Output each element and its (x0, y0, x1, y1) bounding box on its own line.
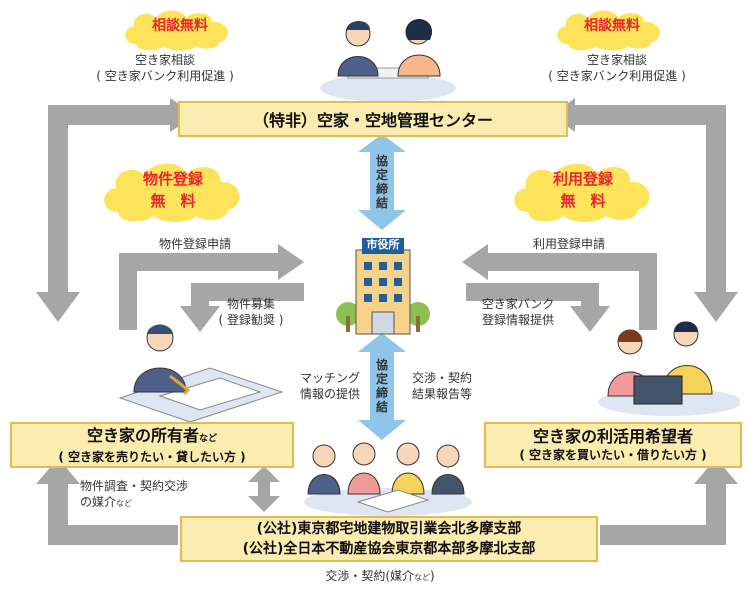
consult-note-right-line2: ( 空き家バンク利用促進 ) (548, 69, 686, 83)
matching-line1: マッチング (299, 371, 360, 385)
city-hall-building (336, 238, 430, 335)
realtor-line1: (公社)東京都宅地建物取引業会北多摩支部 (256, 521, 522, 537)
mediation-line1: 物件調査・契約交渉 (80, 479, 189, 493)
usage-register-cloud (514, 163, 650, 222)
mediation-line2-row: の媒介など (80, 494, 240, 512)
bank-info-line2: 登録情報提供 (481, 313, 554, 327)
bottom-label-suffix: など (414, 573, 430, 582)
property-apply-note: 物件登録申請 (158, 237, 231, 251)
agreement-label-top: 協定締結 (375, 154, 388, 210)
property-recruit-line2: ( 登録勧奨 ) (218, 313, 284, 327)
owner-subtitle: ( 空き家を売りたい・貸したい方 ) (58, 449, 246, 464)
free-consult-badge-left: 相談無料 (152, 18, 208, 34)
negotiation-report-note: 交渉・契約 結果報告等 (412, 370, 522, 402)
bottom-negotiation-label: 交渉・契約(媒介など) (290, 568, 470, 586)
realtor-line2: (公社)全日本不動産協会東京都本部多摩北支部 (242, 541, 536, 557)
management-center-box: （特非）空家・空地管理センター (178, 101, 568, 137)
free-consult-cloud-right (557, 10, 660, 51)
owner-title: 空き家の所有者 (86, 425, 199, 445)
property-register-line1: 物件登録 (142, 170, 203, 188)
mediation-note: 物件調査・契約交渉 の媒介など (80, 478, 240, 512)
bottom-label-close: ) (430, 569, 435, 583)
consult-note-left-line1: 空き家相談 (134, 53, 195, 67)
user-title: 空き家の利活用希望者 (532, 427, 693, 446)
owner-illustration (118, 324, 284, 422)
bottom-label-text: 交渉・契約(媒介 (325, 569, 414, 583)
owner-title-row: 空き家の所有者など (87, 426, 217, 449)
bank-info-line1: 空き家バンク (481, 297, 555, 311)
free-consult-cloud-left (125, 10, 228, 51)
agreement-label-bottom: 協定締結 (375, 358, 388, 414)
property-recruit-note: 物件募集 ( 登録勧奨 ) (196, 296, 306, 328)
usage-register-badge: 利用登録 無 料 (508, 168, 658, 212)
property-register-cloud (104, 163, 240, 222)
property-recruit-line1: 物件募集 (226, 297, 275, 311)
usage-register-line1: 利用登録 (552, 170, 613, 188)
consult-note-left: 空き家相談 ( 空き家バンク利用促進 ) (80, 52, 250, 84)
consult-note-right-line1: 空き家相談 (586, 53, 647, 67)
usage-apply-note: 利用登録申請 (532, 237, 605, 251)
owner-title-suffix: など (199, 433, 218, 444)
usage-register-line2: 無 料 (560, 192, 606, 210)
user-illustration (598, 321, 740, 416)
realtors-illustration (304, 442, 472, 516)
free-consult-badge-right: 相談無料 (584, 18, 640, 34)
property-register-line2: 無 料 (150, 192, 196, 210)
bank-info-note: 空き家バンク 登録情報提供 (458, 296, 578, 328)
consult-note-right: 空き家相談 ( 空き家バンク利用促進 ) (532, 52, 702, 84)
user-subtitle: ( 空き家を買いたい・借りたい方 ) (519, 448, 707, 462)
mediation-line2: の媒介 (80, 495, 117, 509)
matching-note: マッチング 情報の提供 (270, 370, 360, 402)
mediation-line2-suffix: など (116, 499, 133, 508)
city-hall-sign: 市役所 (366, 238, 400, 251)
property-register-badge: 物件登録 無 料 (98, 168, 248, 212)
user-box: 空き家の利活用希望者 ( 空き家を買いたい・借りたい方 ) (484, 422, 742, 468)
consult-note-left-line2: ( 空き家バンク利用促進 ) (96, 69, 234, 83)
realtor-box: (公社)東京都宅地建物取引業会北多摩支部 (公社)全日本不動産協会東京都本部多摩… (180, 516, 598, 562)
consultation-illustration (320, 19, 456, 102)
owner-box: 空き家の所有者など ( 空き家を売りたい・貸したい方 ) (10, 422, 294, 468)
negotiation-report-line2: 結果報告等 (412, 387, 473, 401)
management-center-label: （特非）空家・空地管理センター (252, 111, 493, 130)
negotiation-report-line1: 交渉・契約 (412, 371, 473, 385)
matching-line2: 情報の提供 (299, 387, 360, 401)
